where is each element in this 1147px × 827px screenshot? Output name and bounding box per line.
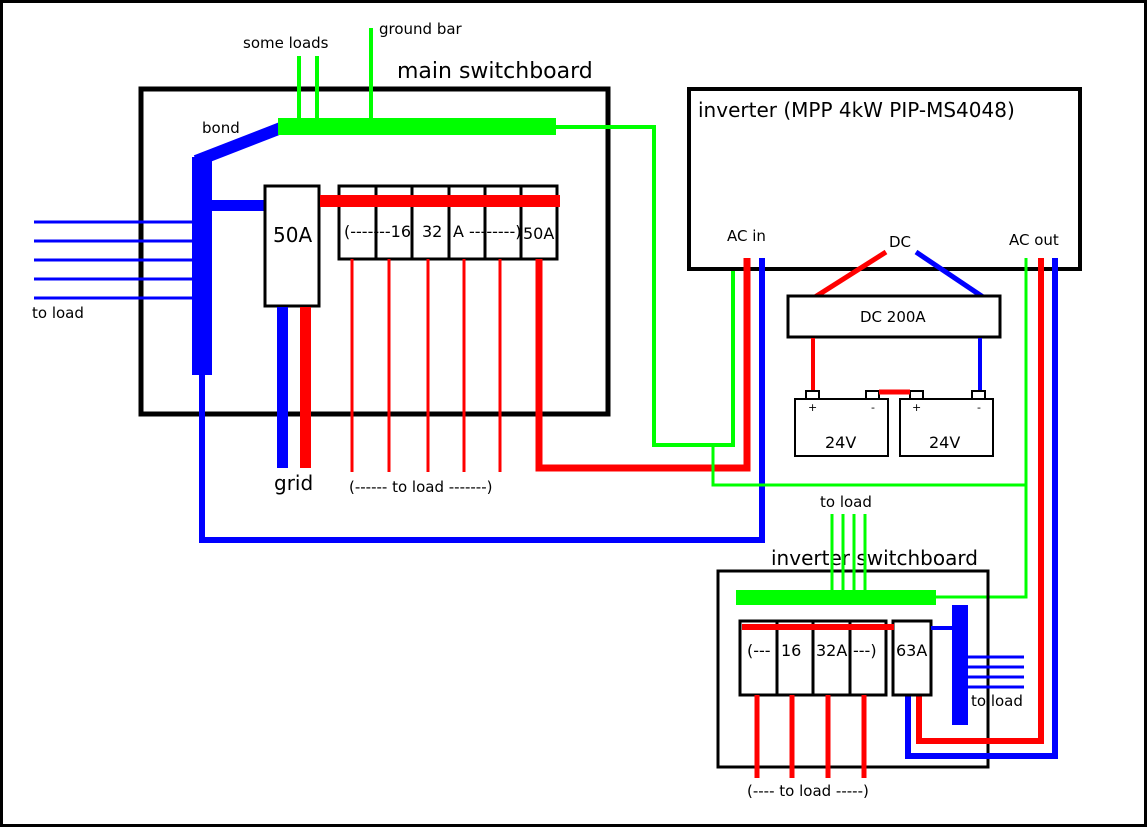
ac-out-earth-wires xyxy=(711,258,1028,599)
inverter-title: inverter (MPP 4kW PIP-MS4048) xyxy=(698,98,1015,122)
ac-out-neutral-wire xyxy=(905,258,1058,759)
inverter-sb-circuit-breaker xyxy=(848,619,888,697)
inverter-sb-earth-load-wires xyxy=(830,514,867,592)
inverter-sb-breaker-label-2: 16 xyxy=(781,641,801,660)
ac-in-label: AC in xyxy=(727,227,766,245)
main-breaker-label: 50A xyxy=(273,223,312,247)
left-load-neutral-wires xyxy=(34,220,194,300)
battery-terminal-positive xyxy=(805,390,820,400)
inverter-sb-neutral-load-wires xyxy=(966,655,1024,689)
dc-breaker-label: DC 200A xyxy=(860,308,926,326)
main-neutral-bar xyxy=(192,157,212,375)
inverter-switchboard-title: inverter switchboard xyxy=(771,546,978,570)
inverter-sb-circuit-breaker xyxy=(811,619,852,697)
ac-out-live-wire xyxy=(916,258,1044,744)
battery-voltage-label: 24V xyxy=(825,433,856,452)
inverter-sb-bottom-load-label: (---- to load -----) xyxy=(747,782,869,800)
inverter-sb-breaker-label-3: 32A xyxy=(816,641,847,660)
ground-bar xyxy=(278,118,556,135)
inverter-sb-main-breaker-label: 63A xyxy=(896,641,927,660)
battery-terminal-negative xyxy=(971,390,986,400)
inverter-sb-live-busbar xyxy=(742,624,894,630)
main-load-live-wires xyxy=(350,259,502,472)
inverter-sb-load-live-wires xyxy=(754,695,867,778)
dc-breaker xyxy=(786,294,1002,339)
dc-label: DC xyxy=(889,233,911,251)
inverter-sb-earth-bar xyxy=(736,590,936,605)
ground-bar-label: ground bar xyxy=(379,20,463,38)
inverter-sb-breaker-row xyxy=(738,619,933,697)
inverter-feed-live-wire xyxy=(535,258,751,472)
battery-2: + - 24V xyxy=(899,390,994,457)
dc-positive-wire xyxy=(813,249,888,300)
ac-out-label: AC out xyxy=(1009,231,1059,249)
earth-link-in-to-out xyxy=(711,445,1026,487)
battery-body xyxy=(794,398,889,457)
inverter-sb-circuit-breaker xyxy=(775,619,815,697)
left-load-label: to load xyxy=(32,304,84,322)
inverter-sb-top-load-label: to load xyxy=(820,493,872,511)
battery-voltage-label: 24V xyxy=(929,433,960,452)
breaker-range-label-3: A --------) xyxy=(453,222,521,241)
inverter-in-neutral-wire xyxy=(199,258,765,543)
main-switchboard-box xyxy=(138,86,611,417)
breaker-range-label-2: 32 xyxy=(422,222,442,241)
grid-neutral-wire xyxy=(277,307,288,468)
inverter-sb-breaker-label-4: ---) xyxy=(853,641,877,660)
dc-negative-wire xyxy=(914,249,985,300)
inverter-box xyxy=(687,87,1082,271)
battery-minus-sign: - xyxy=(977,401,981,414)
bond-strap xyxy=(193,120,289,167)
battery-1: + - 24V xyxy=(794,390,889,457)
battery-terminal-positive xyxy=(909,390,924,400)
inverter-feed-breaker-label: 50A xyxy=(523,224,554,243)
battery-plus-sign: + xyxy=(912,401,921,414)
inverter-sb-breaker-label-1: (--- xyxy=(747,641,771,660)
earth-wire-to-inverter-in xyxy=(555,125,735,447)
some-loads-label: some loads xyxy=(243,34,329,52)
battery-plus-sign: + xyxy=(808,401,817,414)
main-switchboard-title: main switchboard xyxy=(397,59,593,84)
earth-wires-main xyxy=(297,28,735,447)
ac-out-earth-wire xyxy=(935,258,1028,599)
battery-body xyxy=(899,398,994,457)
main-live-busbar xyxy=(320,195,560,207)
main-bottom-load-label: (------ to load -------) xyxy=(349,478,493,496)
battery-minus-sign: - xyxy=(871,401,875,414)
inverter-sb-main-breaker xyxy=(891,619,933,697)
grid-label: grid xyxy=(274,471,313,495)
inverter-sb-neutral-bar xyxy=(952,605,968,725)
breaker-range-label-1: (-------16 xyxy=(344,222,411,241)
neutral-link-to-main-breaker xyxy=(210,200,266,211)
bond-label: bond xyxy=(202,119,240,137)
main-breaker xyxy=(263,184,321,308)
inverter-sb-right-load-label: to load xyxy=(971,692,1023,710)
grid-live-wire xyxy=(300,307,311,468)
battery-terminal-negative xyxy=(865,390,880,400)
